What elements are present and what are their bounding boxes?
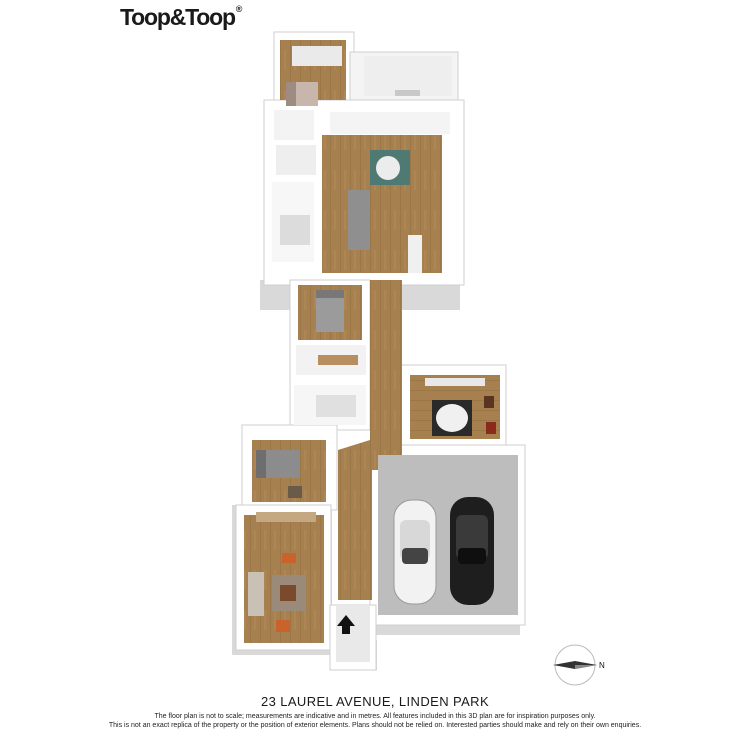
room-bedroom-top (280, 40, 346, 106)
disclaimer-line-1: The floor plan is not to scale; measurem… (154, 713, 596, 720)
car-black (450, 497, 494, 605)
room-bedroom-middle (298, 285, 362, 340)
toop-toop-logo: Toop&Toop® (120, 4, 242, 31)
room-lounge (244, 512, 324, 643)
car-white (393, 499, 437, 605)
property-address: 23 LAUREL AVENUE, LINDEN PARK (260, 694, 490, 709)
room-study (410, 375, 500, 439)
disclaimer-line-2: This is not an exact replica of the prop… (108, 722, 642, 729)
compass-north-label: N (599, 661, 605, 670)
entry-porch (336, 606, 370, 662)
entry-arrow-icon (337, 615, 355, 634)
floor-plan-3d: N (232, 31, 605, 686)
room-bedroom-lower-left (252, 440, 326, 502)
logo-registered-mark: ® (235, 4, 243, 14)
room-ensuite-wc (272, 110, 316, 262)
logo-text: Toop&Toop (120, 4, 236, 30)
room-garage (378, 455, 518, 615)
hallway (338, 280, 402, 600)
room-bathroom (294, 345, 366, 425)
room-open-living-kitchen-dining (322, 112, 450, 273)
compass-icon: N (553, 644, 605, 686)
deck-area (364, 56, 452, 96)
disclaimer: The floor plan is not to scale; measurem… (0, 712, 750, 730)
